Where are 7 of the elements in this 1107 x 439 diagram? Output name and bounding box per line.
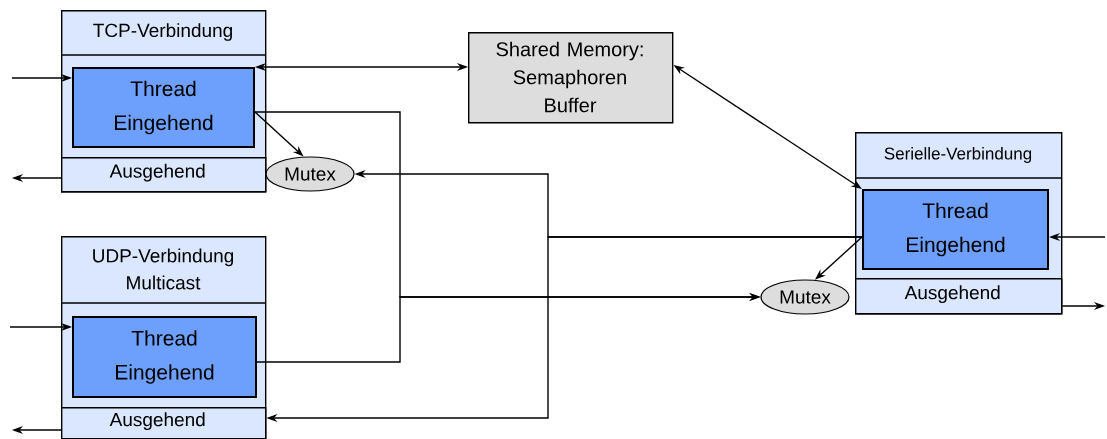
output-band: Ausgehend (61, 157, 267, 193)
thread-box: Thread Eingehend (862, 189, 1049, 270)
thread-box: Thread Eingehend (72, 67, 255, 148)
thread-box: Thread Eingehend (72, 316, 257, 398)
output-band: Ausgehend (855, 278, 1063, 315)
output-band: Ausgehend (61, 407, 267, 439)
memory-box: Shared Memory: Semaphoren Buffer (468, 32, 674, 124)
